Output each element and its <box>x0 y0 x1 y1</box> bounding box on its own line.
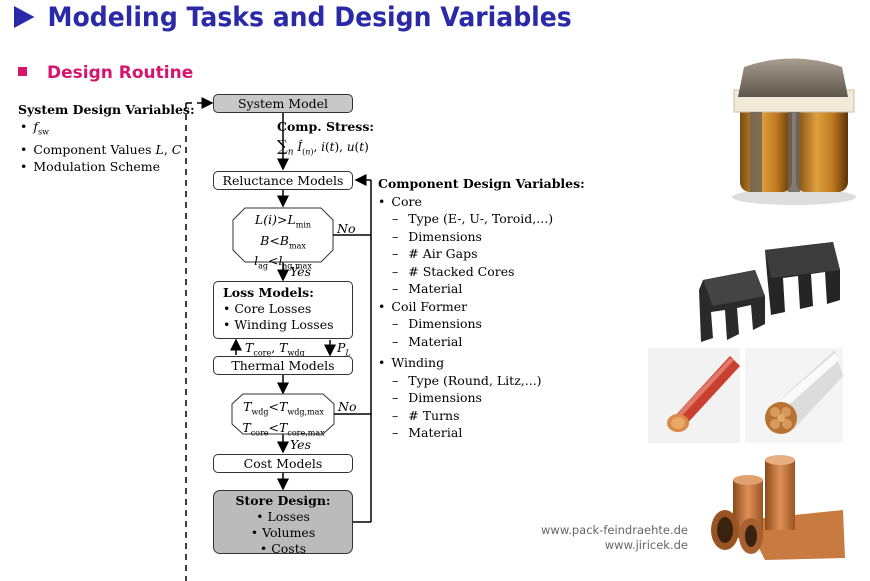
twdg-sub: wdg <box>287 348 305 358</box>
component-vars-heading: Component Design Variables: <box>378 176 585 191</box>
check2-line2: Tcore<Tcore,max <box>242 419 325 438</box>
store-item-losses: • Losses <box>256 509 310 524</box>
sum-symbol: ∑ <box>277 137 288 155</box>
tcore-sub2: core <box>250 428 269 437</box>
store-item-losses-text: Losses <box>267 509 310 524</box>
core-item-air-gaps: # Air Gaps <box>378 245 585 263</box>
core-item-type: Type (E-, U-, Toroid,...) <box>378 210 585 228</box>
winding-item-material: Material <box>378 424 585 442</box>
thermal-models-box: Thermal Models <box>213 356 353 375</box>
check1-text: L(i)>Lmin B<Bmax lag<lag,max <box>238 212 328 274</box>
comp-winding: Winding <box>378 354 585 372</box>
system-var-fsw: fsw <box>18 118 195 141</box>
check1-line2: B<Bmax <box>260 232 306 251</box>
store-item-costs-text: Costs <box>271 541 307 556</box>
page-title: Modeling Tasks and Design Variables <box>14 2 572 33</box>
temps-label: Tcore, Twdg <box>245 340 305 358</box>
tcoremax-sub: core,max <box>287 428 325 437</box>
cost-models-box: Cost Models <box>213 454 353 473</box>
comp-coil-former: Coil Former <box>378 298 585 316</box>
core-item-dimensions: Dimensions <box>378 228 585 246</box>
system-model-box: System Model <box>213 94 353 113</box>
tcore-sub: core <box>253 348 272 358</box>
reluctance-models-box: Reluctance Models <box>213 171 353 190</box>
system-design-variables: System Design Variables: fsw Component V… <box>18 101 195 175</box>
yes-label-2: Yes <box>290 437 311 452</box>
coil-item-dimensions: Dimensions <box>378 315 585 333</box>
store-item-volumes: • Volumes <box>250 525 316 540</box>
credit-1: www.pack-feindraehte.de <box>541 523 688 537</box>
comp-core: Core <box>378 193 585 211</box>
fsw-sub: sw <box>38 127 49 137</box>
square-bullet-icon <box>18 67 27 76</box>
store-heading: Store Design: <box>235 493 331 508</box>
check1-line1: L(i)>Lmin <box>254 212 312 230</box>
lag-sub: ag <box>258 261 269 271</box>
system-var-modulation: Modulation Scheme <box>18 158 195 175</box>
constraint-check-1 <box>232 207 334 263</box>
section-title: Design Routine <box>18 63 193 83</box>
photo-credits: www.pack-feindraehte.de www.jiricek.de <box>541 523 688 553</box>
winding-item-dimensions: Dimensions <box>378 389 585 407</box>
loss-item-core: • Core Losses <box>223 301 312 316</box>
section-title-text: Design Routine <box>47 63 194 83</box>
system-var-component-values: Component Values L, C <box>18 141 195 158</box>
component-design-variables: Component Design Variables: Core Type (E… <box>378 175 585 442</box>
transformer-photo <box>732 58 856 205</box>
check2-line1: Twdg<Twdg,max <box>243 399 324 417</box>
loss-models-box: Loss Models: • Core Losses • Winding Los… <box>213 281 353 339</box>
no-label-2: No <box>338 399 357 414</box>
check1-line3: lag<lag,max <box>254 253 312 271</box>
bmax-sub: max <box>288 241 306 250</box>
system-vars-heading: System Design Variables: <box>18 102 195 117</box>
core-item-stacked: # Stacked Cores <box>378 263 585 281</box>
loss-models-heading: Loss Models: <box>223 285 314 300</box>
check2-text: Twdg<Twdg,max Tcore<Tcore,max <box>236 399 331 440</box>
no-label-1: No <box>337 221 356 236</box>
loss-item-winding: • Winding Losses <box>223 317 334 332</box>
twdg-sub2: wdg <box>251 407 269 417</box>
comp-stress-formula: ∑n Î(n), i(t), u(t) <box>277 137 369 158</box>
credit-2: www.jiricek.de <box>604 538 688 552</box>
hat-i-sub: (n) <box>302 147 314 157</box>
ferrite-core-photo <box>699 242 840 342</box>
pl-sub: L <box>345 348 351 358</box>
core-item-material: Material <box>378 280 585 298</box>
lmin-sub: min <box>295 220 312 230</box>
triangle-bullet-icon <box>14 6 35 28</box>
store-item-costs: • Costs <box>259 541 307 556</box>
store-item-volumes-text: Volumes <box>262 525 316 540</box>
copper-foil-photo <box>711 455 845 560</box>
sum-index: n <box>287 147 294 158</box>
pl-label: PL <box>337 340 351 358</box>
comp-stress-heading: Comp. Stress: <box>277 119 374 134</box>
lagmax-sub: ag,max <box>282 261 312 271</box>
yes-label-1: Yes <box>290 264 311 279</box>
round-wire-photo <box>648 348 740 443</box>
constraint-check-2 <box>231 393 335 435</box>
store-design-box: Store Design: • Losses • Volumes • Costs <box>213 490 353 556</box>
litz-wire-photo <box>745 348 843 443</box>
coil-item-material: Material <box>378 333 585 351</box>
loss-item-winding-text: Winding Losses <box>234 317 334 332</box>
loss-item-core-text: Core Losses <box>234 301 312 316</box>
winding-item-type: Type (Round, Litz,...) <box>378 372 585 390</box>
twdgmax-sub: wdg,max <box>287 407 324 417</box>
winding-item-turns: # Turns <box>378 407 585 425</box>
page-title-text: Modeling Tasks and Design Variables <box>47 2 572 33</box>
